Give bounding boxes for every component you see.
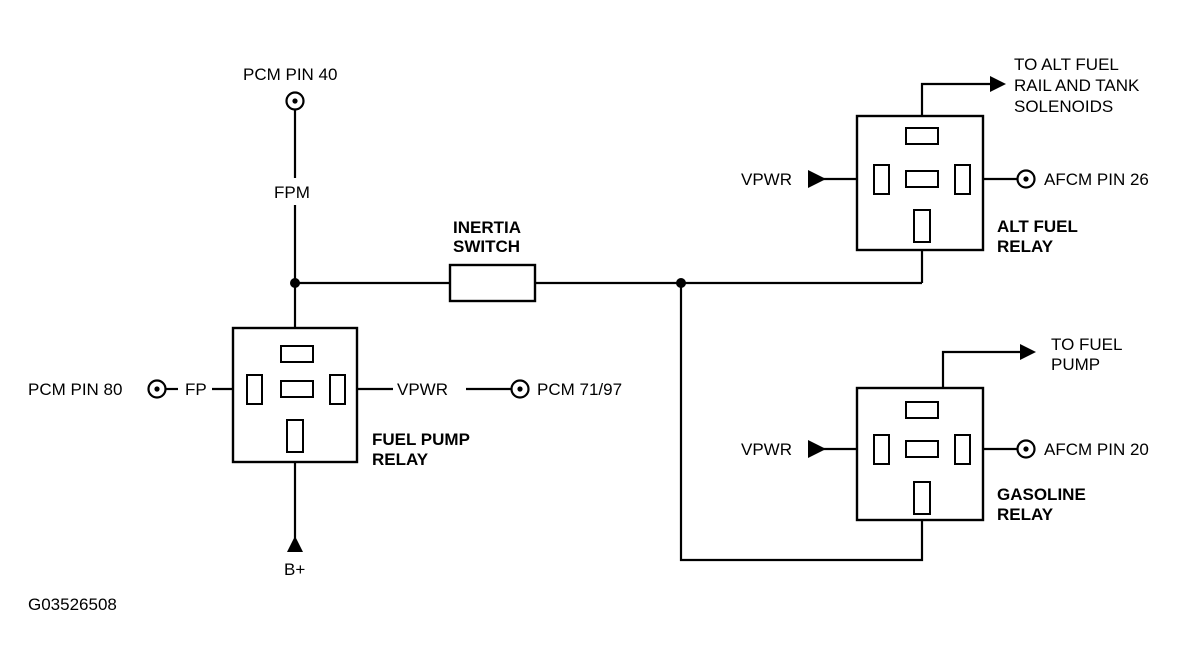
label-vpwr-alt: VPWR xyxy=(741,170,792,189)
alt-fuel-relay-pin-top xyxy=(905,127,939,145)
wire-to-gasoline-relay-bottom xyxy=(679,283,924,562)
gasoline-relay-pin-center xyxy=(905,440,939,458)
fuel-pump-relay-pin-left xyxy=(246,374,263,405)
label-afcm-pin-20: AFCM PIN 20 xyxy=(1044,440,1149,459)
alt-fuel-relay-pin-right xyxy=(954,164,971,195)
alt-fuel-relay-label-1: ALT FUEL xyxy=(997,217,1078,236)
fuel-pump-relay-label-2: RELAY xyxy=(372,450,429,469)
label-to-fuel-pump-1: TO FUEL xyxy=(1051,335,1122,354)
inertia-switch-label-1: INERTIA xyxy=(453,218,521,237)
gasoline-relay-label-1: GASOLINE xyxy=(997,485,1086,504)
solenoids-arrow-icon xyxy=(990,76,1006,92)
alt-fuel-relay xyxy=(855,114,985,252)
label-vpwr-fuel-pump: VPWR xyxy=(397,380,448,399)
b-plus-arrow-icon xyxy=(287,536,303,552)
gasoline-relay xyxy=(855,386,985,522)
inertia-switch-label-2: SWITCH xyxy=(453,237,520,256)
label-pcm-pin-80: PCM PIN 80 xyxy=(28,380,122,399)
junction-right xyxy=(676,278,686,288)
terminal-pcm-pin-80-icon xyxy=(147,379,167,399)
gasoline-relay-pin-right xyxy=(954,434,971,465)
fuel-pump-relay xyxy=(231,326,359,464)
fuel-pump-relay-pin-center xyxy=(280,380,314,398)
label-vpwr-gas: VPWR xyxy=(741,440,792,459)
terminal-pcm-71-97-icon xyxy=(510,379,530,399)
junction-left xyxy=(290,278,300,288)
label-to-alt-fuel-1: TO ALT FUEL xyxy=(1014,55,1119,74)
fuel-pump-relay-pin-bottom xyxy=(286,419,304,453)
alt-fuel-relay-label-2: RELAY xyxy=(997,237,1054,256)
label-b-plus: B+ xyxy=(284,560,305,579)
terminal-pcm-pin-40-icon xyxy=(285,91,305,111)
fuel-pump-relay-label-1: FUEL PUMP xyxy=(372,430,470,449)
alt-fuel-relay-pin-center xyxy=(905,170,939,188)
label-afcm-pin-26: AFCM PIN 26 xyxy=(1044,170,1149,189)
fuel-pump-arrow-icon xyxy=(1020,344,1036,360)
gasoline-relay-label-2: RELAY xyxy=(997,505,1054,524)
gasoline-relay-pin-left xyxy=(873,434,890,465)
alt-fuel-relay-pin-bottom xyxy=(913,209,931,243)
label-to-alt-fuel-2: RAIL AND TANK xyxy=(1014,76,1140,95)
gasoline-relay-pin-bottom xyxy=(913,481,931,515)
fuel-pump-relay-pin-right xyxy=(329,374,346,405)
inertia-switch xyxy=(448,263,537,303)
alt-fuel-relay-pin-left xyxy=(873,164,890,195)
figure-id: G03526508 xyxy=(28,595,117,614)
label-to-alt-fuel-3: SOLENOIDS xyxy=(1014,97,1113,116)
vpwr-alt-arrow-icon xyxy=(808,170,826,188)
terminal-afcm-pin-26-icon xyxy=(1016,169,1036,189)
label-fp: FP xyxy=(185,380,207,399)
terminal-afcm-pin-20-icon xyxy=(1016,439,1036,459)
vpwr-gas-arrow-icon xyxy=(808,440,826,458)
wire-alt-relay-to-solenoids xyxy=(920,82,990,128)
label-to-fuel-pump-2: PUMP xyxy=(1051,355,1100,374)
label-fpm: FPM xyxy=(274,183,310,202)
label-pcm-pin-40: PCM PIN 40 xyxy=(243,65,337,84)
gasoline-relay-pin-top xyxy=(905,401,939,419)
fuel-pump-relay-pin-top xyxy=(280,345,314,363)
label-pcm-71-97: PCM 71/97 xyxy=(537,380,622,399)
